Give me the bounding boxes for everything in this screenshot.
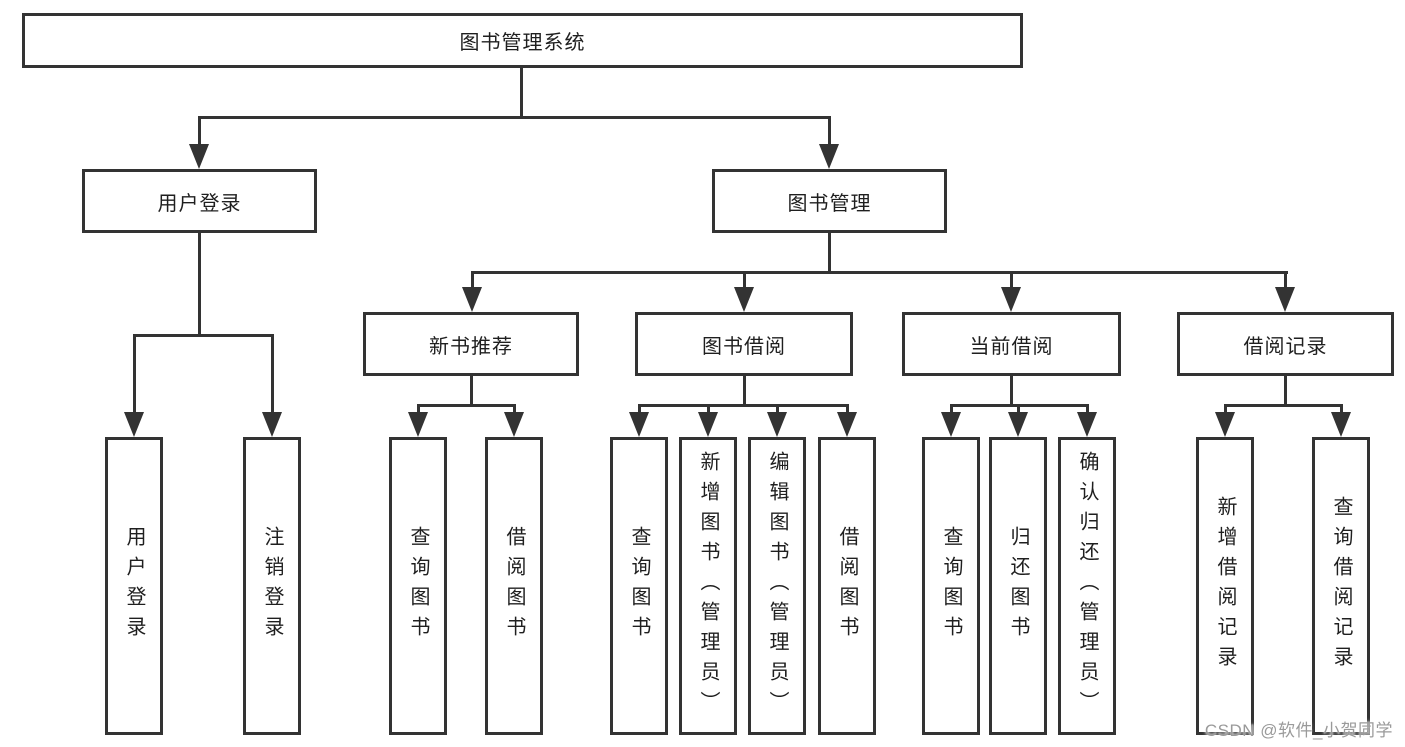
connector-hline — [471, 271, 1288, 274]
node-new-book-recommend: 新书推荐 — [363, 312, 579, 376]
node-cb-return-books: 归还图书 — [989, 437, 1047, 735]
arrowhead-down — [462, 287, 482, 312]
arrowhead-down — [698, 412, 718, 437]
connector-vline — [1086, 404, 1089, 414]
connector-vline — [776, 404, 779, 414]
connector-vline — [743, 376, 746, 406]
connector-vline — [828, 233, 831, 274]
node-bb-borrow-books: 借阅图书 — [818, 437, 876, 735]
connector-vline — [1340, 404, 1343, 414]
node-borrow-records: 借阅记录 — [1177, 312, 1394, 376]
connector-vline — [1010, 376, 1013, 406]
connector-hline — [417, 404, 516, 407]
node-bb-edit-books-admin: 编辑图书（管理员） — [748, 437, 806, 735]
node-book-borrowing: 图书借阅 — [635, 312, 853, 376]
connector-vline — [1284, 376, 1287, 406]
node-br-query-record: 查询借阅记录 — [1312, 437, 1370, 735]
node-rec-query-books: 查询图书 — [389, 437, 447, 735]
connector-vline — [1284, 271, 1287, 289]
arrowhead-down — [408, 412, 428, 437]
connector-vline — [1224, 404, 1227, 414]
node-rec-borrow-books: 借阅图书 — [485, 437, 543, 735]
connector-vline — [950, 404, 953, 414]
connector-vline — [198, 233, 201, 336]
arrowhead-down — [1001, 287, 1021, 312]
connector-vline — [1017, 404, 1020, 414]
node-cb-query-books: 查询图书 — [922, 437, 980, 735]
arrowhead-down — [941, 412, 961, 437]
arrowhead-down — [262, 412, 282, 437]
arrowhead-down — [629, 412, 649, 437]
watermark-csdn: CSDN @软件_小贺同学 — [1204, 721, 1393, 740]
node-bb-query-books: 查询图书 — [610, 437, 668, 735]
arrowhead-down — [1077, 412, 1097, 437]
connector-vline — [513, 404, 516, 414]
connector-vline — [743, 271, 746, 289]
arrowhead-down — [504, 412, 524, 437]
arrowhead-down — [124, 412, 144, 437]
connector-hline — [133, 334, 274, 337]
arrowhead-down — [819, 144, 839, 169]
connector-vline — [133, 334, 136, 414]
node-user-login: 用户登录 — [82, 169, 317, 233]
connector-vline — [470, 376, 473, 406]
node-current-borrowing: 当前借阅 — [902, 312, 1121, 376]
connector-vline — [271, 334, 274, 414]
node-book-management: 图书管理 — [712, 169, 947, 233]
node-cb-confirm-return-admin: 确认归还（管理员） — [1058, 437, 1116, 735]
arrowhead-down — [1275, 287, 1295, 312]
connector-hline — [638, 404, 848, 407]
connector-vline — [520, 68, 523, 118]
arrowhead-down — [837, 412, 857, 437]
connector-vline — [707, 404, 710, 414]
connector-hline — [1224, 404, 1343, 407]
connector-vline — [417, 404, 420, 414]
connector-vline — [198, 116, 201, 146]
arrowhead-down — [1215, 412, 1235, 437]
connector-hline — [198, 116, 831, 119]
node-leaf-logout: 注销登录 — [243, 437, 301, 735]
arrowhead-down — [767, 412, 787, 437]
connector-vline — [828, 116, 831, 146]
arrowhead-down — [1008, 412, 1028, 437]
node-br-add-record: 新增借阅记录 — [1196, 437, 1254, 735]
node-library-management-system: 图书管理系统 — [22, 13, 1023, 68]
connector-vline — [846, 404, 849, 414]
connector-vline — [471, 271, 474, 289]
arrowhead-down — [1331, 412, 1351, 437]
connector-vline — [1010, 271, 1013, 289]
arrowhead-down — [189, 144, 209, 169]
arrowhead-down — [734, 287, 754, 312]
node-leaf-user-login: 用户登录 — [105, 437, 163, 735]
node-bb-add-books-admin: 新增图书（管理员） — [679, 437, 737, 735]
connector-vline — [638, 404, 641, 414]
